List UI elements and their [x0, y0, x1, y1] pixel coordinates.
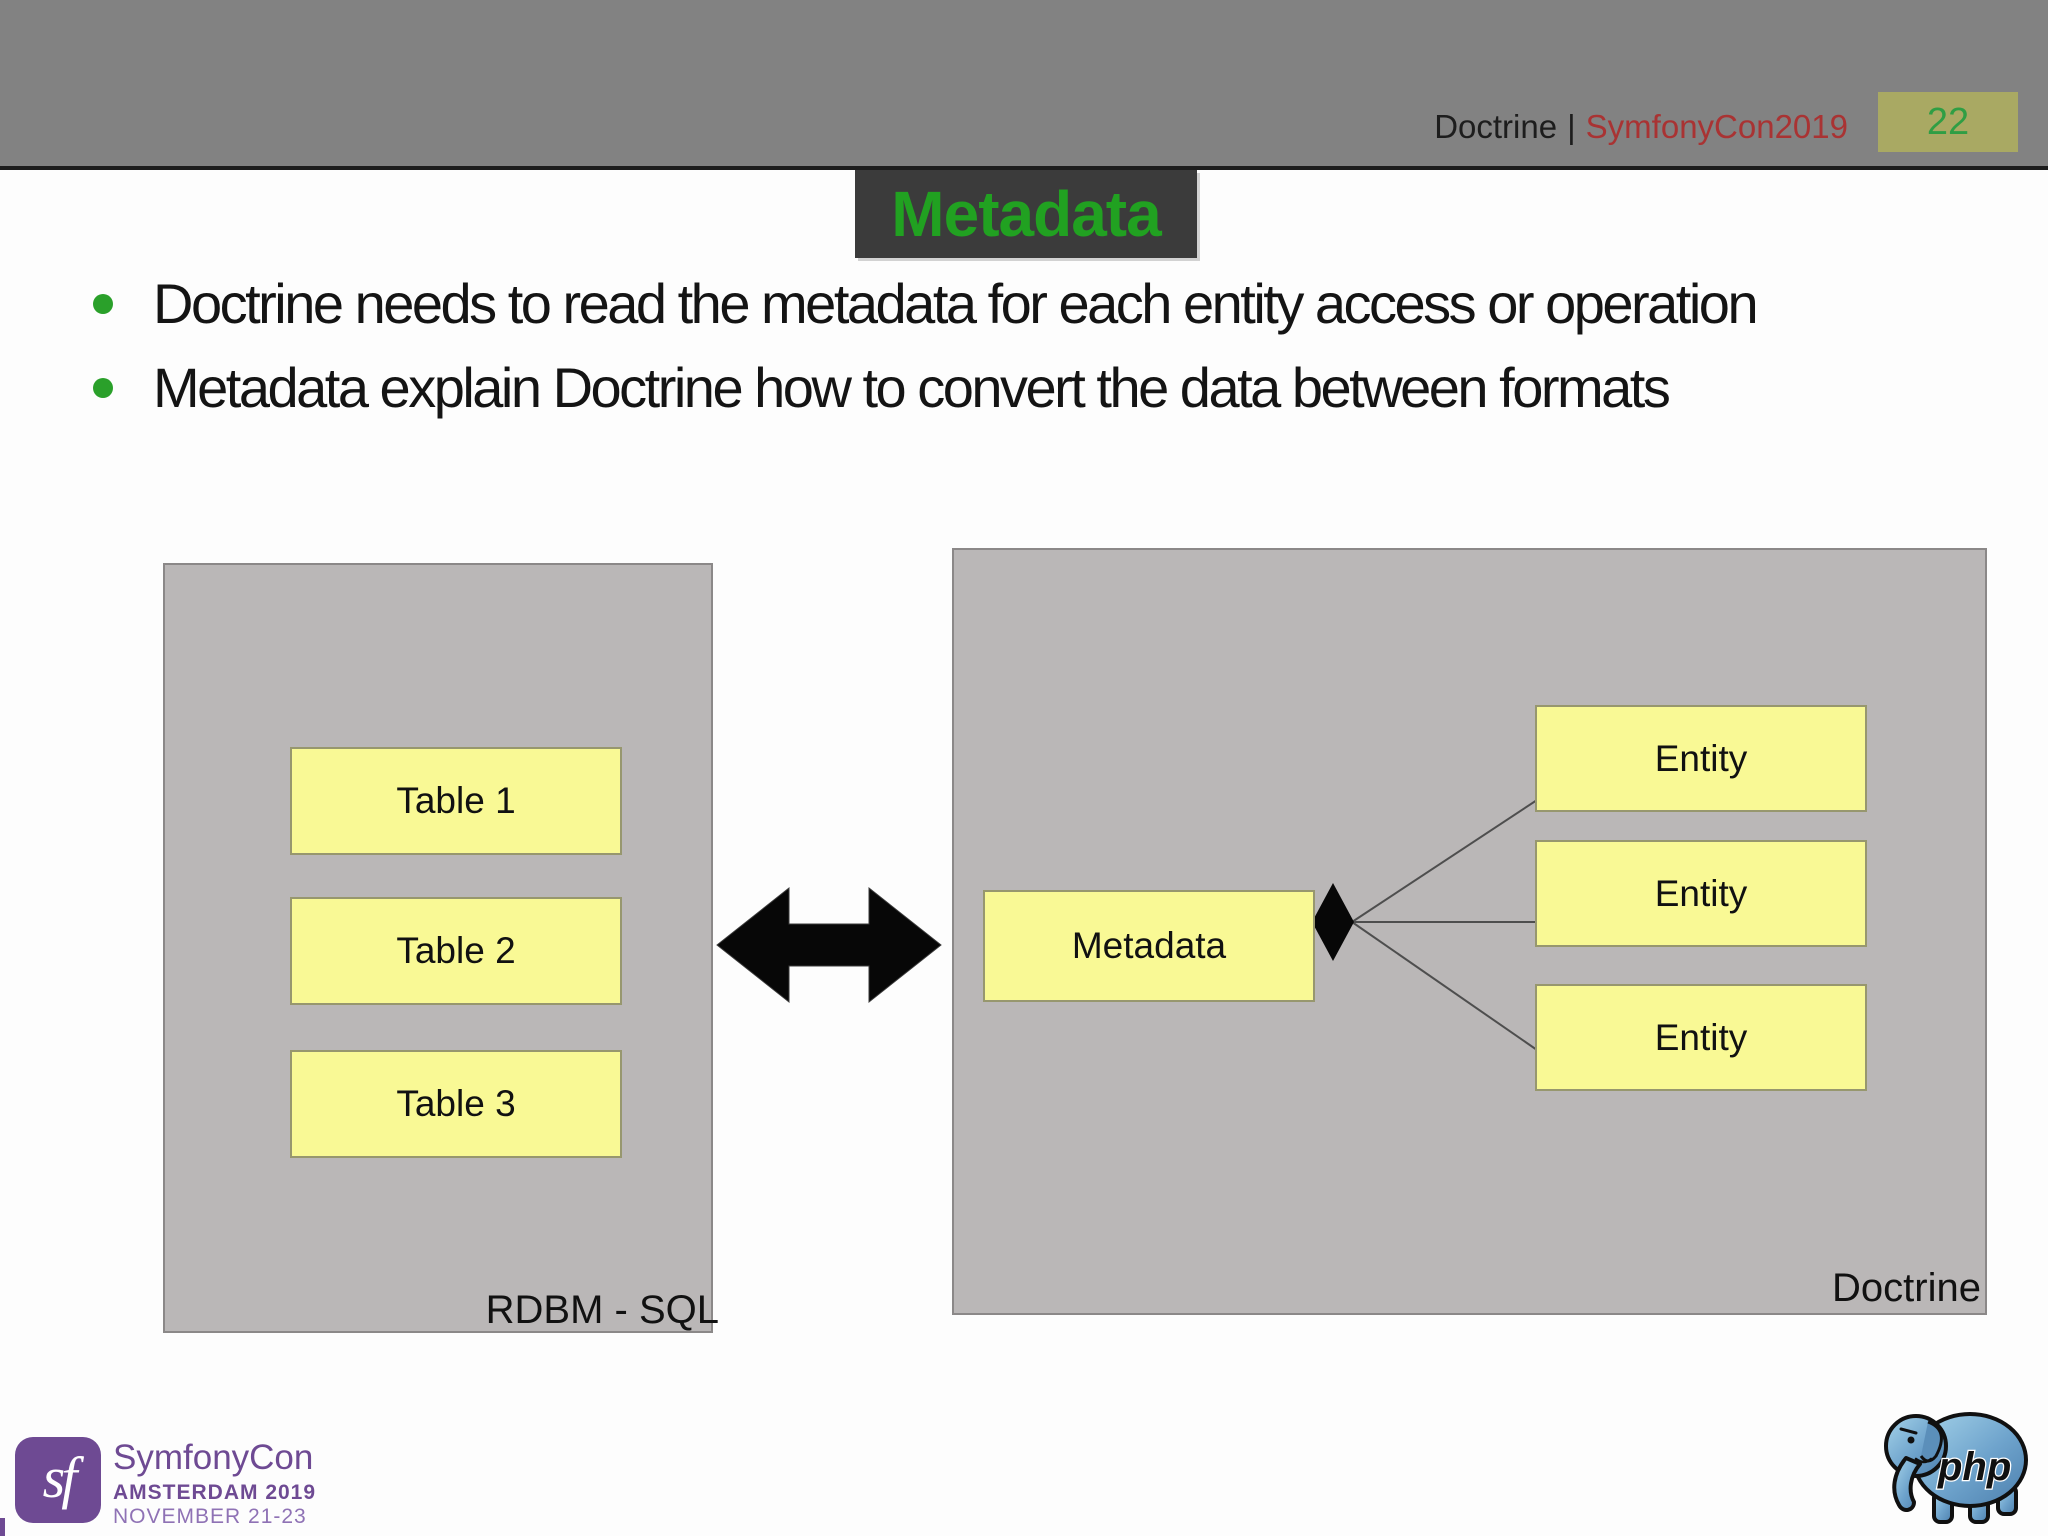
entity-3-label: Entity [1654, 1016, 1748, 1058]
breadcrumb-app: Doctrine [1434, 108, 1558, 145]
rdbm-panel: Table 1 Table 2 Table 3 RDBM - SQL [163, 563, 719, 1333]
corner-accent-bar [0, 1518, 5, 1536]
table-2-box: Table 2 [290, 897, 622, 1005]
sf-monogram: sf [42, 1444, 78, 1510]
page-number-badge: 22 [1878, 92, 2018, 152]
bullet-text: Doctrine needs to read the metadata for … [153, 272, 1759, 335]
metadata-box: Metadata [983, 890, 1315, 1002]
list-item: Doctrine needs to read the metadata for … [85, 262, 2005, 346]
symfonycon-logo-text: SymfonyCon AMSTERDAM 2019 NOVEMBER 21-23 [113, 1440, 316, 1527]
table-3-label: Table 3 [396, 1083, 516, 1124]
doctrine-panel-label: Doctrine [1832, 1266, 1981, 1310]
entity-2-box: Entity [1535, 840, 1867, 947]
php-logo-text: php [1937, 1445, 2011, 1489]
bullet-text: Metadata explain Doctrine how to convert… [153, 356, 1671, 419]
symfony-sf-icon: sf [15, 1437, 101, 1523]
entity-3-box: Entity [1535, 984, 1867, 1091]
double-headed-arrow-icon [716, 886, 942, 1004]
table-1-label: Table 1 [396, 780, 516, 821]
bullet-icon [93, 378, 113, 398]
entity-2-label: Entity [1654, 872, 1748, 914]
composition-diamond-icon [1312, 883, 1354, 961]
table-2-label: Table 2 [396, 930, 516, 971]
symfonycon-dates: NOVEMBER 21-23 [113, 1505, 307, 1528]
page-number: 22 [1926, 100, 1970, 143]
bullet-list: Doctrine needs to read the metadata for … [85, 262, 2005, 430]
symfonycon-location: AMSTERDAM 2019 [113, 1481, 317, 1504]
metadata-label: Metadata [1071, 925, 1227, 966]
entity-1-box: Entity [1535, 705, 1867, 812]
doctrine-panel: Metadata Entity Entity Entity Doctrine [952, 548, 1987, 1315]
elephpant-icon: php [1884, 1412, 2028, 1524]
symfonycon-name: SymfonyCon [113, 1438, 314, 1477]
entity-1-label: Entity [1654, 737, 1748, 779]
metadata-entity-connections [1312, 799, 1538, 1051]
table-1-box: Table 1 [290, 747, 622, 855]
rdbm-panel-label: RDBM - SQL [485, 1288, 719, 1332]
breadcrumb: Doctrine|SymfonyCon2019 [1434, 108, 1848, 146]
list-item: Metadata explain Doctrine how to convert… [85, 346, 2005, 430]
slide-header-bar: Doctrine|SymfonyCon2019 22 [0, 0, 2048, 170]
bullet-icon [93, 294, 113, 314]
breadcrumb-separator: | [1567, 108, 1576, 145]
table-3-box: Table 3 [290, 1050, 622, 1158]
breadcrumb-conference: SymfonyCon2019 [1585, 108, 1848, 145]
slide-title: Metadata [891, 178, 1161, 250]
slide-title-box: Metadata [855, 170, 1197, 258]
